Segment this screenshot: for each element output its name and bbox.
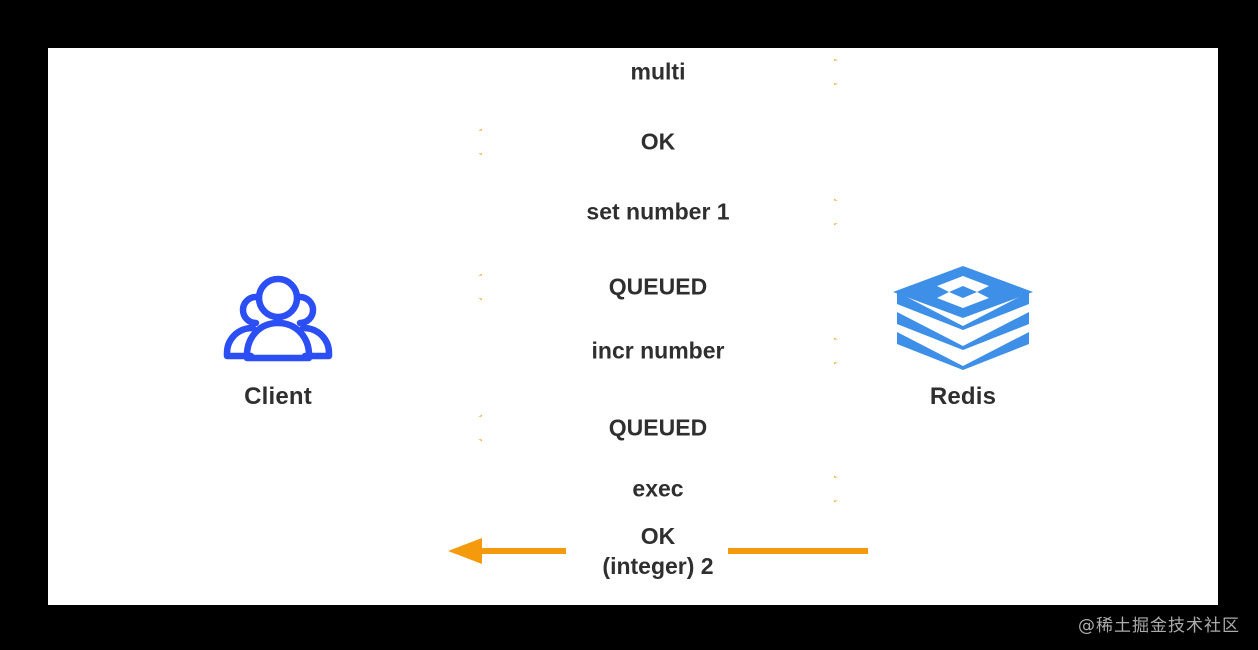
- message-label: OK: [448, 130, 868, 154]
- message-label-line2: (integer) 2: [602, 553, 714, 579]
- diagram-panel: Client Redis: [48, 48, 1218, 605]
- message-arrow: OK (integer) 2: [448, 523, 868, 579]
- message-label-text: QUEUED: [604, 275, 712, 299]
- message-label: exec: [448, 477, 868, 501]
- redis-stack-icon: [863, 263, 1063, 373]
- message-label-text: multi: [626, 60, 690, 84]
- message-label-text: incr number: [587, 339, 729, 363]
- node-client: Client: [178, 263, 378, 411]
- node-redis-label: Redis: [929, 383, 997, 410]
- message-arrow: incr number: [448, 331, 868, 371]
- message-label: QUEUED: [448, 416, 868, 440]
- watermark: @稀土掘金技术社区: [1078, 616, 1240, 636]
- message-arrow: set number 1: [448, 192, 868, 232]
- users-group-icon: [178, 263, 378, 373]
- message-label: OK (integer) 2: [448, 522, 868, 580]
- message-label-text: OK: [636, 130, 680, 154]
- message-arrow: multi: [448, 52, 868, 92]
- message-label: multi: [448, 60, 868, 84]
- arrowhead-left-icon: [448, 538, 482, 564]
- message-label: incr number: [448, 339, 868, 363]
- message-arrow: OK: [448, 122, 868, 162]
- message-label: set number 1: [448, 200, 868, 224]
- message-label-line1: OK: [640, 522, 676, 549]
- node-client-label: Client: [244, 383, 312, 410]
- message-label-text: exec: [628, 477, 688, 501]
- message-label-text: QUEUED: [604, 416, 712, 440]
- message-label: QUEUED: [448, 275, 868, 299]
- message-arrow: QUEUED: [448, 267, 868, 307]
- node-redis: Redis: [863, 263, 1063, 411]
- message-arrow: exec: [448, 469, 868, 509]
- message-label-text: set number 1: [582, 200, 734, 224]
- message-arrow: QUEUED: [448, 408, 868, 448]
